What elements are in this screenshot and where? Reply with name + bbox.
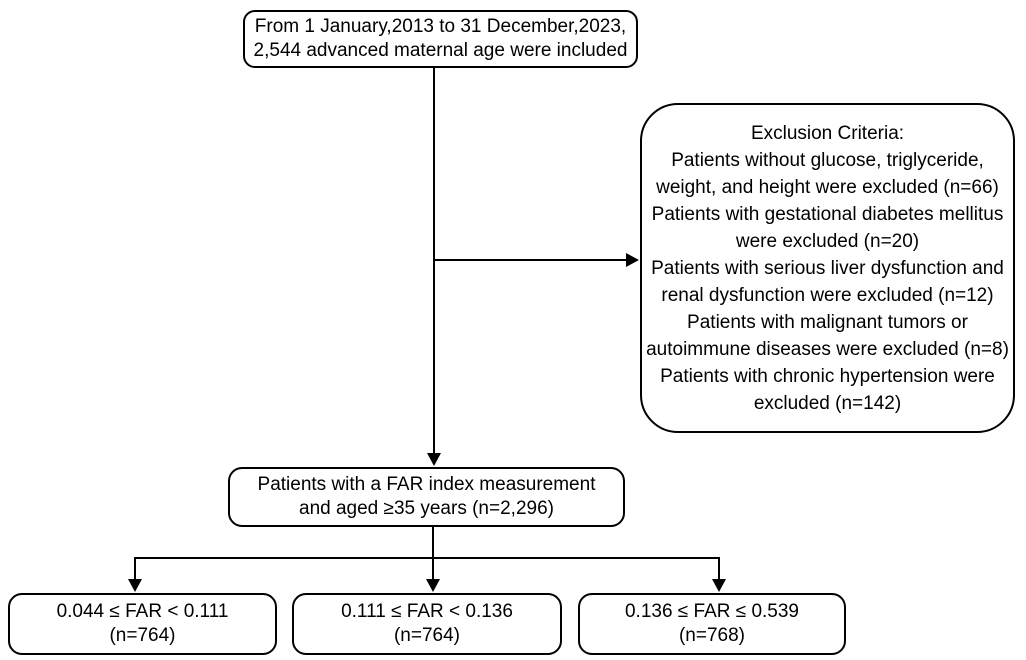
far-group-3-box: 0.136 ≤ FAR ≤ 0.539 (n=768) <box>578 593 846 655</box>
cohort-line2: and aged ≥35 years (n=2,296) <box>299 498 554 519</box>
far-group-1-box: 0.044 ≤ FAR < 0.111 (n=764) <box>8 593 277 655</box>
arrowhead-group3 <box>712 579 726 592</box>
exclusion-line-8: autoimmune diseases were excluded (n=8) <box>646 338 1009 360</box>
arrowhead-cohort <box>427 453 441 466</box>
exclusion-line-9: Patients with chronic hypertension were <box>660 365 995 387</box>
exclusion-line-10: excluded (n=142) <box>753 392 902 414</box>
far-group-2-range: 0.111 ≤ FAR < 0.136 <box>341 601 513 622</box>
far-group-1-n: (n=764) <box>109 625 176 646</box>
arrowhead-exclusion <box>626 253 639 267</box>
far-group-3-n: (n=768) <box>678 625 746 646</box>
exclusion-line-6: renal dysfunction were excluded (n=12) <box>661 284 994 306</box>
far-group-1-range: 0.044 ≤ FAR < 0.111 <box>56 601 229 622</box>
exclusion-title: Exclusion Criteria: <box>750 122 905 144</box>
exclusion-line-5: Patients with serious liver dysfunction … <box>651 257 1004 279</box>
far-group-2-box: 0.111 ≤ FAR < 0.136 (n=764) <box>292 593 562 655</box>
exclusion-line-4: were excluded (n=20) <box>735 230 920 252</box>
cohort-line1: Patients with a FAR index measurement <box>257 474 596 495</box>
far-group-3-range: 0.136 ≤ FAR ≤ 0.539 <box>624 601 799 622</box>
cohort-box: Patients with a FAR index measurement an… <box>228 467 625 527</box>
exclusion-line-2: weight, and height were excluded (n=66) <box>656 176 999 198</box>
exclusion-criteria-box: Exclusion Criteria: Patients without glu… <box>640 103 1015 433</box>
included-patients-line1: From 1 January,2013 to 31 December,2023, <box>254 16 627 37</box>
exclusion-line-7: Patients with malignant tumors or <box>687 311 968 333</box>
arrowhead-group1 <box>128 579 142 592</box>
included-patients-box: From 1 January,2013 to 31 December,2023,… <box>243 10 638 68</box>
far-group-2-n: (n=764) <box>393 625 461 646</box>
included-patients-line2: 2,544 advanced maternal age were include… <box>253 40 628 61</box>
exclusion-line-3: Patients with gestational diabetes melli… <box>651 203 1004 225</box>
exclusion-line-1: Patients without glucose, triglyceride, <box>671 149 984 171</box>
arrowhead-group2 <box>426 579 440 592</box>
